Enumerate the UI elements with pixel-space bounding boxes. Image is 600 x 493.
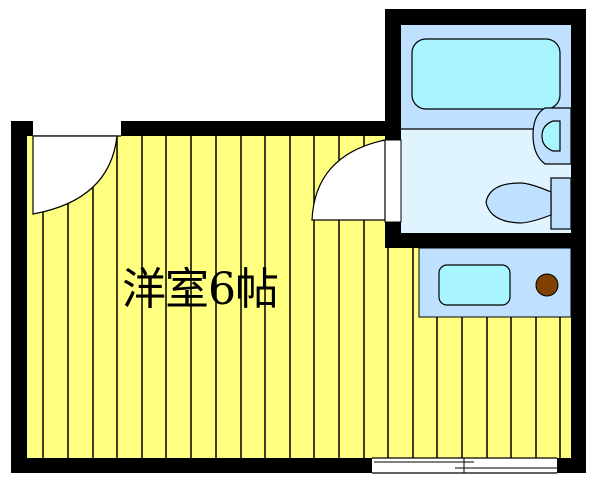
bathtub — [411, 38, 561, 110]
toilet-bowl — [485, 182, 552, 224]
walls — [11, 9, 586, 473]
room-label: 洋室6帖 — [122, 264, 279, 315]
stove-burner — [535, 273, 559, 297]
kitchen-sink — [438, 264, 511, 306]
bathroom-door[interactable] — [311, 139, 386, 221]
floor-boards — [42, 136, 561, 458]
washbasin-bowl — [541, 120, 561, 152]
entrance-door[interactable] — [32, 135, 118, 215]
entrance-door-frame — [33, 121, 121, 136]
toilet-tank — [550, 177, 572, 230]
bathroom-door-frame — [384, 139, 402, 223]
window[interactable] — [372, 457, 557, 474]
